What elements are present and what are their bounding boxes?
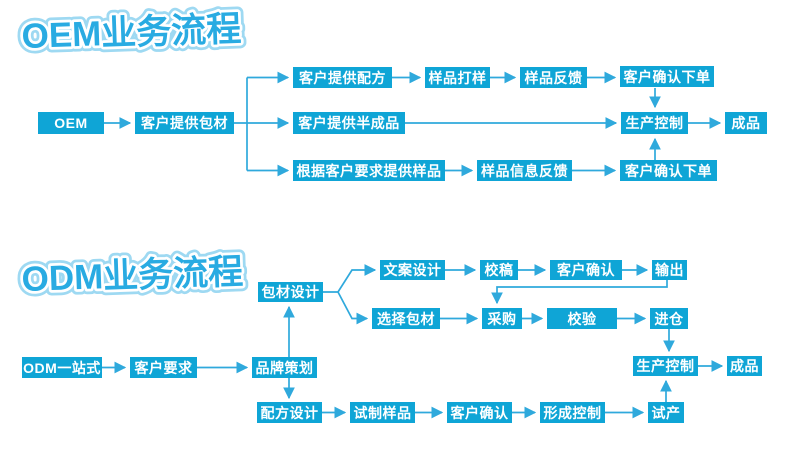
svg-text:OEM业务流程: OEM业务流程 (21, 9, 242, 56)
node-formula-design: 配方设计 (257, 402, 322, 423)
node-trial-sample: 试制样品 (350, 402, 415, 423)
node-verify: 校验 (547, 308, 617, 329)
svg-text:ODM业务流程: ODM业务流程 (21, 252, 244, 299)
node-customer-pkg: 客户提供包材 (135, 112, 234, 134)
node-oem: OEM (38, 112, 104, 134)
node-output: 输出 (652, 260, 687, 280)
node-pkg-design: 包材设计 (258, 282, 323, 302)
node-cust-confirm-bottom: 客户确认 (447, 402, 512, 423)
odm-title: ODM业务流程 ODM业务流程 ODM业务流程 (15, 247, 249, 305)
node-sample-by-request: 根据客户要求提供样品 (293, 160, 445, 181)
node-oem-prod-ctrl: 生产控制 (621, 112, 688, 134)
node-copy-design: 文案设计 (380, 260, 445, 280)
node-odm-prod-ctrl: 生产控制 (633, 356, 698, 376)
node-customer-requirement: 客户要求 (130, 357, 197, 378)
node-odm-finished: 成品 (727, 356, 762, 376)
node-proofread: 校稿 (480, 260, 518, 280)
node-confirm-order-bottom: 客户确认下单 (620, 160, 717, 181)
node-purchase: 采购 (482, 308, 522, 329)
node-customer-recipe: 客户提供配方 (293, 67, 392, 88)
node-oem-finished: 成品 (725, 112, 767, 134)
node-brand-planning: 品牌策划 (252, 357, 317, 378)
node-select-pkg: 选择包材 (372, 308, 440, 329)
node-sample-feedback: 样品反馈 (520, 67, 587, 88)
oem-title: OEM业务流程 OEM业务流程 OEM业务流程 (15, 4, 247, 62)
node-sample-make: 样品打样 (425, 67, 490, 88)
node-semi-finished: 客户提供半成品 (293, 112, 405, 134)
node-trial-prod: 试产 (648, 402, 684, 423)
node-confirm-order-top: 客户确认下单 (620, 66, 714, 87)
node-odm-one-stop: ODM一站式 (22, 357, 102, 378)
node-form-ctrl: 形成控制 (540, 402, 605, 423)
node-warehouse-in: 进仓 (650, 308, 688, 329)
node-sample-info-feedback: 样品信息反馈 (477, 160, 572, 181)
node-cust-confirm-top: 客户确认 (550, 260, 622, 280)
